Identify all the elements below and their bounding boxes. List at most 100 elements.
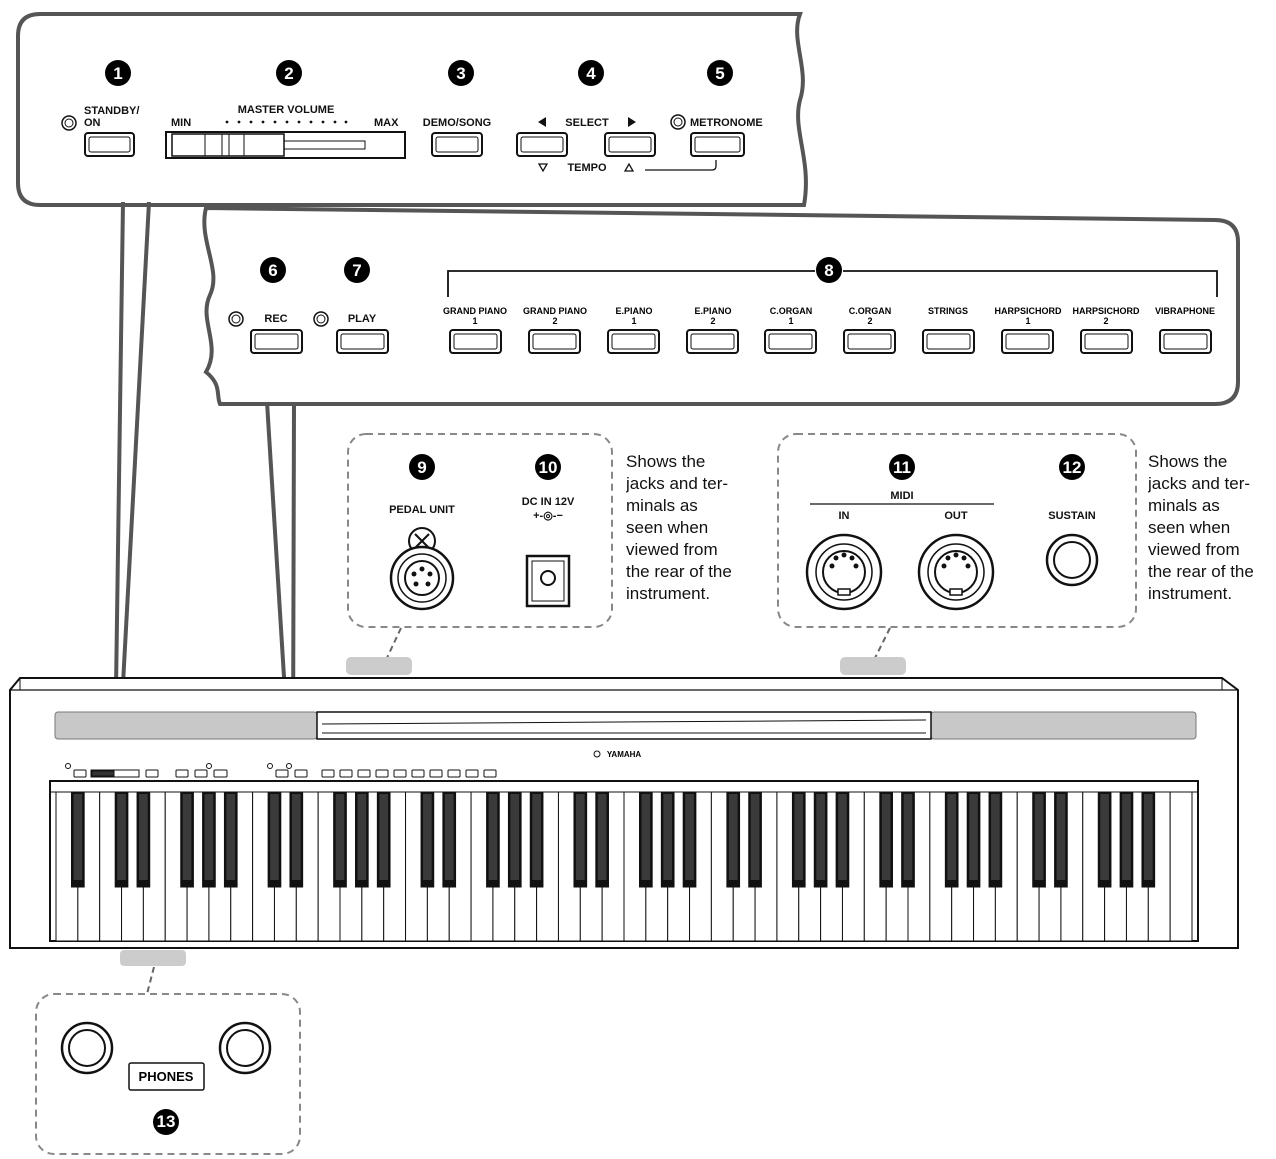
svg-text:1: 1 xyxy=(472,316,477,326)
voice-button-4[interactable]: E.PIANO 2 xyxy=(686,306,739,354)
voice-button-8[interactable]: HARPSICHORD 1 xyxy=(994,306,1062,354)
rec-button[interactable] xyxy=(250,329,303,354)
yamaha-logo: YAMAHA xyxy=(607,750,642,759)
svg-text:1: 1 xyxy=(788,316,793,326)
phones-jack-left[interactable] xyxy=(60,1021,114,1075)
black-key-highlight xyxy=(1034,794,1044,880)
voice-button-1[interactable]: GRAND PIANO 1 xyxy=(443,306,507,354)
voice-button-6[interactable]: C.ORGAN 2 xyxy=(843,306,896,354)
svg-text:STRINGS: STRINGS xyxy=(928,306,968,316)
svg-text:GRAND PIANO: GRAND PIANO xyxy=(443,306,507,316)
rec-led xyxy=(228,311,244,327)
svg-text:VIBRAPHONE: VIBRAPHONE xyxy=(1155,306,1215,316)
phones-label: PHONES xyxy=(139,1069,194,1084)
svg-text:GRAND PIANO: GRAND PIANO xyxy=(523,306,587,316)
master-volume-label: MASTER VOLUME xyxy=(238,104,335,116)
voice-button-7[interactable]: STRINGS xyxy=(922,306,975,354)
black-key-highlight xyxy=(139,794,148,880)
black-key-highlight xyxy=(816,794,825,880)
pedal-unit-jack[interactable] xyxy=(389,527,455,611)
tempo-label: TEMPO xyxy=(567,162,607,174)
black-key-highlight xyxy=(641,794,651,880)
voice-button-2[interactable]: GRAND PIANO 2 xyxy=(523,306,587,354)
black-key-highlight xyxy=(750,794,760,880)
callout-12: 12 xyxy=(1059,454,1085,480)
standby-button[interactable] xyxy=(84,132,135,157)
standby-label: STANDBY/ xyxy=(84,105,139,117)
metronome-led xyxy=(670,114,686,130)
voice-button-9[interactable]: HARPSICHORD 2 xyxy=(1072,306,1140,354)
black-key-highlight xyxy=(532,794,541,880)
midi-out-label: OUT xyxy=(944,510,968,522)
svg-text:8: 8 xyxy=(824,261,833,280)
black-key-highlight xyxy=(794,794,804,880)
svg-text:C.ORGAN: C.ORGAN xyxy=(849,306,892,316)
play-label: PLAY xyxy=(348,313,377,325)
midi-in-jack[interactable] xyxy=(805,533,883,611)
keyboard[interactable] xyxy=(55,791,1193,942)
metronome-button[interactable] xyxy=(690,132,745,157)
black-key-highlight xyxy=(991,794,1000,880)
black-key-highlight xyxy=(488,794,498,880)
black-key-highlight xyxy=(510,794,520,880)
max-label: MAX xyxy=(374,117,399,129)
svg-text:13: 13 xyxy=(157,1112,176,1131)
play-button[interactable] xyxy=(336,329,389,354)
voice-button-10[interactable]: VIBRAPHONE xyxy=(1155,306,1215,354)
demo-song-button[interactable] xyxy=(431,132,483,157)
black-key-highlight xyxy=(444,794,454,880)
rear-jacks-right: 11 12 MIDI IN OUT SUSTAIN xyxy=(777,433,1137,628)
callout-1: 1 xyxy=(105,60,131,86)
select-up-button[interactable] xyxy=(604,132,656,157)
standby-label-2: ON xyxy=(84,117,101,129)
black-key-highlight xyxy=(270,794,279,880)
callout-9: 9 xyxy=(409,454,435,480)
black-key-highlight xyxy=(423,794,432,880)
svg-text:9: 9 xyxy=(417,458,426,477)
black-key-highlight xyxy=(969,794,978,880)
select-right-arrow-icon xyxy=(628,117,636,127)
white-key[interactable] xyxy=(1169,791,1193,942)
svg-text:2: 2 xyxy=(1103,316,1108,326)
callout-13: 13 xyxy=(153,1109,179,1135)
midi-in-label: IN xyxy=(839,510,850,522)
black-key-highlight xyxy=(903,794,913,880)
svg-text:2: 2 xyxy=(867,316,872,326)
svg-text:5: 5 xyxy=(715,64,724,83)
svg-text:10: 10 xyxy=(539,458,558,477)
dc-in-jack[interactable] xyxy=(525,554,571,608)
voice-button-3[interactable]: E.PIANO 1 xyxy=(607,306,660,354)
top-control-panel: 1 2 3 4 5 STANDBY/ ON MASTER VOLUME MIN … xyxy=(16,12,808,207)
callout-6: 6 xyxy=(260,257,286,283)
svg-text:2: 2 xyxy=(710,316,715,326)
midi-out-jack[interactable] xyxy=(917,533,995,611)
black-key-highlight xyxy=(881,794,891,880)
black-key-highlight xyxy=(728,794,738,880)
select-down-button[interactable] xyxy=(516,132,568,157)
black-key-highlight xyxy=(575,794,585,880)
black-key-highlight xyxy=(226,794,236,880)
black-key-highlight xyxy=(1100,794,1109,880)
black-key-highlight xyxy=(597,794,607,880)
callout-10: 10 xyxy=(535,454,561,480)
svg-text:2: 2 xyxy=(552,316,557,326)
svg-text:12: 12 xyxy=(1063,458,1082,477)
black-key-highlight xyxy=(1143,794,1153,880)
phones-jack-right[interactable] xyxy=(218,1021,272,1075)
rear-jacks-left: 9 10 PEDAL UNIT DC IN 12V +-◎-− xyxy=(347,433,613,628)
midi-label: MIDI xyxy=(890,490,913,502)
demo-song-label: DEMO/SONG xyxy=(423,117,491,129)
svg-text:E.PIANO: E.PIANO xyxy=(615,306,652,316)
black-key-highlight xyxy=(357,794,367,880)
callout-4: 4 xyxy=(578,60,604,86)
mini-panel-controls xyxy=(65,763,497,778)
black-key-highlight xyxy=(663,794,673,880)
sustain-jack[interactable] xyxy=(1045,533,1099,587)
voice-button-5[interactable]: C.ORGAN 1 xyxy=(764,306,817,354)
standby-led xyxy=(61,115,77,131)
black-key-highlight xyxy=(291,794,301,880)
music-rest xyxy=(316,711,932,740)
svg-text:1: 1 xyxy=(1025,316,1030,326)
volume-knob[interactable] xyxy=(171,133,285,157)
